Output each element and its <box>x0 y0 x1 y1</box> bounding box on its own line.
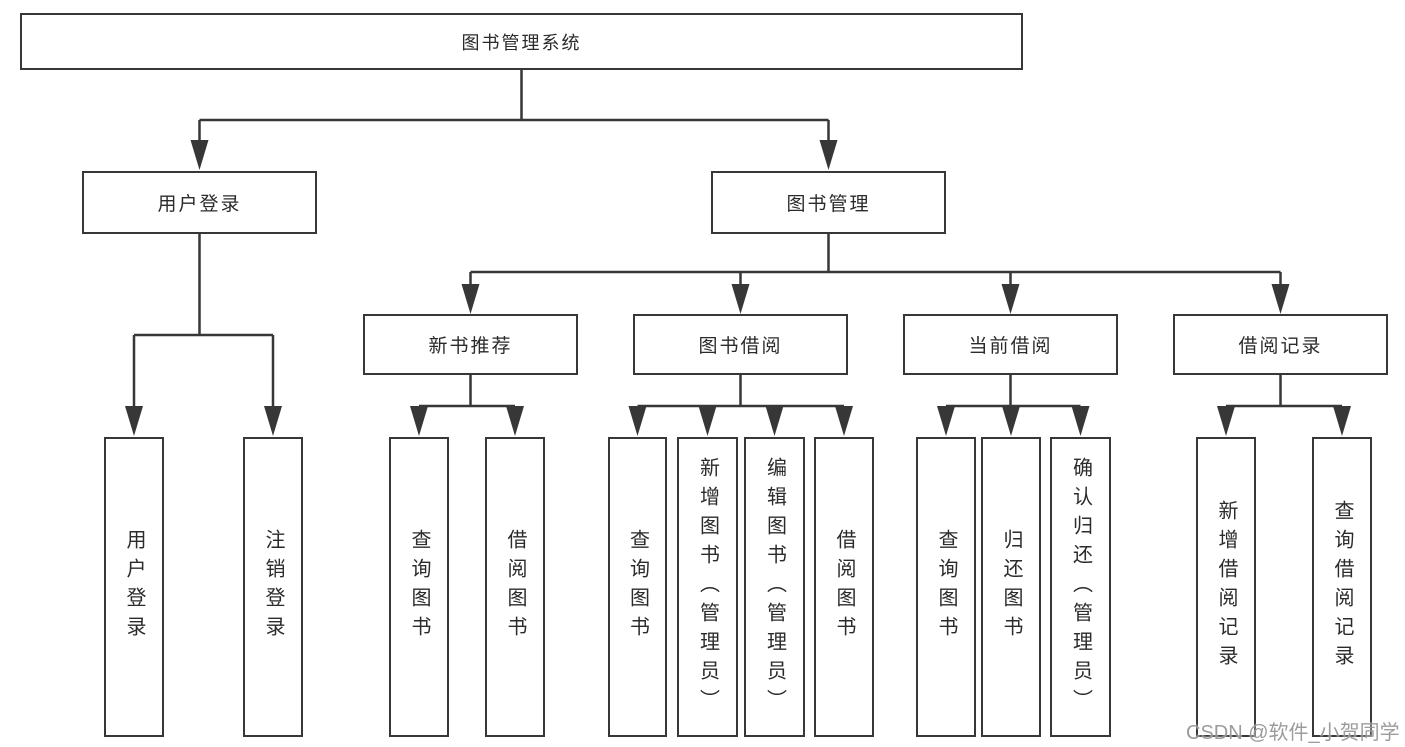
node-label: 注销登录 <box>262 529 284 645</box>
node-label: 图书借阅 <box>698 336 783 357</box>
node-system-root: 图书管理系统 <box>20 13 1023 70</box>
leaf-return-books: 归还图书 <box>981 437 1041 737</box>
node-label: 查询图书 <box>626 529 649 645</box>
leaf-query-borrow-record: 查询借阅记录 <box>1312 437 1372 737</box>
node-label: 编辑图书（管理员） <box>763 456 786 718</box>
leaf-confirm-return-admin: 确认归还（管理员） <box>1050 437 1111 737</box>
node-label: 归还图书 <box>1000 529 1022 645</box>
node-label: 新书推荐 <box>428 336 513 357</box>
node-book-borrowing: 图书借阅 <box>633 314 848 375</box>
node-label: 用户登录 <box>123 529 145 645</box>
node-label: 借阅记录 <box>1238 336 1323 357</box>
leaf-user-login: 用户登录 <box>104 437 164 737</box>
leaf-logout: 注销登录 <box>243 437 303 737</box>
node-label: 图书管理 <box>786 194 871 215</box>
node-label: 确认归还（管理员） <box>1069 456 1092 718</box>
leaf-edit-books-admin: 编辑图书（管理员） <box>744 437 805 737</box>
node-book-management: 图书管理 <box>711 171 946 234</box>
node-label: 借阅图书 <box>833 529 855 645</box>
leaf-add-borrow-record: 新增借阅记录 <box>1196 437 1256 737</box>
leaf-add-books-admin: 新增图书（管理员） <box>677 437 738 737</box>
node-label: 新增图书（管理员） <box>696 456 719 718</box>
leaf-borrow-books-recommend: 借阅图书 <box>485 437 545 737</box>
node-label: 查询借阅记录 <box>1331 500 1353 674</box>
node-label: 查询图书 <box>408 529 430 645</box>
node-borrowing-records: 借阅记录 <box>1173 314 1388 375</box>
leaf-query-books-borrowing: 查询图书 <box>608 437 667 737</box>
node-label: 用户登录 <box>157 194 242 215</box>
leaf-query-books-recommend: 查询图书 <box>389 437 449 737</box>
node-label: 当前借阅 <box>968 336 1053 357</box>
csdn-watermark: CSDN @软件_小贺同学 <box>1186 722 1400 744</box>
node-label: 新增借阅记录 <box>1215 500 1237 674</box>
leaf-borrow-books: 借阅图书 <box>814 437 874 737</box>
node-new-book-recommend: 新书推荐 <box>363 314 578 375</box>
node-user-login: 用户登录 <box>82 171 317 234</box>
node-label: 图书管理系统 <box>461 32 582 53</box>
node-current-borrowing: 当前借阅 <box>903 314 1118 375</box>
node-label: 查询图书 <box>935 529 957 645</box>
node-label: 借阅图书 <box>504 529 526 645</box>
leaf-query-books-current: 查询图书 <box>916 437 976 737</box>
